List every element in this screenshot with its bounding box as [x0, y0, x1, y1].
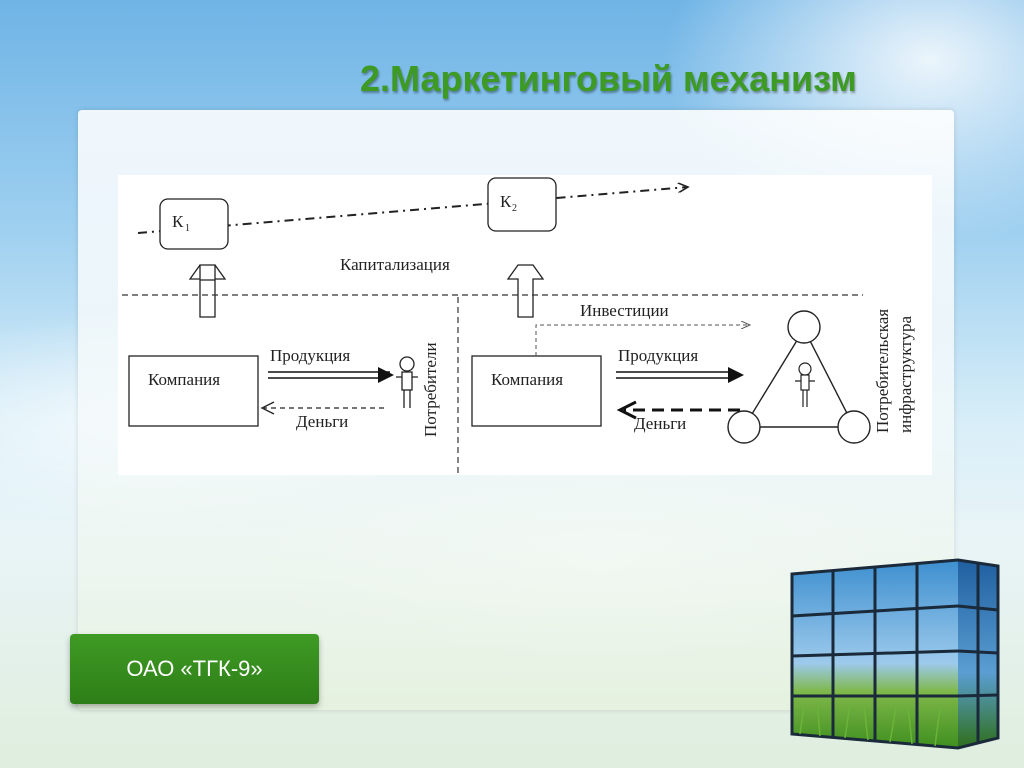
slide-title: 2.Маркетинговый механизм	[360, 58, 857, 99]
marketing-mechanism-diagram: К 1 К 2 Капитализация Компания Продукция…	[118, 175, 932, 475]
left-money-label: Деньги	[296, 412, 348, 431]
infrastructure-person	[795, 362, 815, 407]
glass-cube-graphic	[790, 556, 1000, 752]
company-name-button: ОАО «ТГК-9»	[70, 634, 319, 704]
investments-arrow	[535, 325, 750, 356]
investments-label: Инвестиции	[580, 301, 669, 320]
k1-box: К 1	[159, 198, 229, 250]
right-company-box: Компания	[471, 355, 602, 427]
right-products-arrowhead	[728, 367, 744, 383]
left-products-label: Продукция	[270, 346, 350, 365]
right-money-arrowhead	[616, 400, 637, 420]
k1-label: К	[172, 212, 184, 231]
right-company-label: Компания	[491, 370, 563, 389]
infrastructure-label-line1: Потребительская	[873, 309, 892, 433]
company-name-label: ОАО «ТГК-9»	[126, 656, 263, 681]
infrastructure-label-line2: инфраструктура	[896, 316, 915, 433]
k2-box: К 2	[487, 177, 557, 232]
cube-illustration	[790, 558, 1000, 750]
consumer-figure	[396, 356, 418, 408]
diagram-canvas: К 1 К 2 Капитализация Компания Продукция…	[122, 177, 915, 473]
left-products-arrowhead	[378, 367, 394, 383]
up-arrow-left	[188, 264, 227, 318]
right-products-label: Продукция	[618, 346, 698, 365]
left-company-box: Компания	[128, 355, 259, 427]
capitalization-label: Капитализация	[340, 255, 450, 274]
k2-label: К	[500, 192, 512, 211]
capitalization-trend-line	[137, 187, 688, 234]
up-arrow-right	[506, 264, 545, 318]
left-company-label: Компания	[148, 370, 220, 389]
k2-subscript: 2	[512, 203, 517, 214]
left-money-arrowhead	[260, 401, 275, 415]
k1-subscript: 1	[185, 223, 190, 234]
right-money-label: Деньги	[634, 414, 686, 433]
infrastructure-triangle	[727, 310, 871, 444]
consumers-label: Потребители	[421, 342, 440, 437]
